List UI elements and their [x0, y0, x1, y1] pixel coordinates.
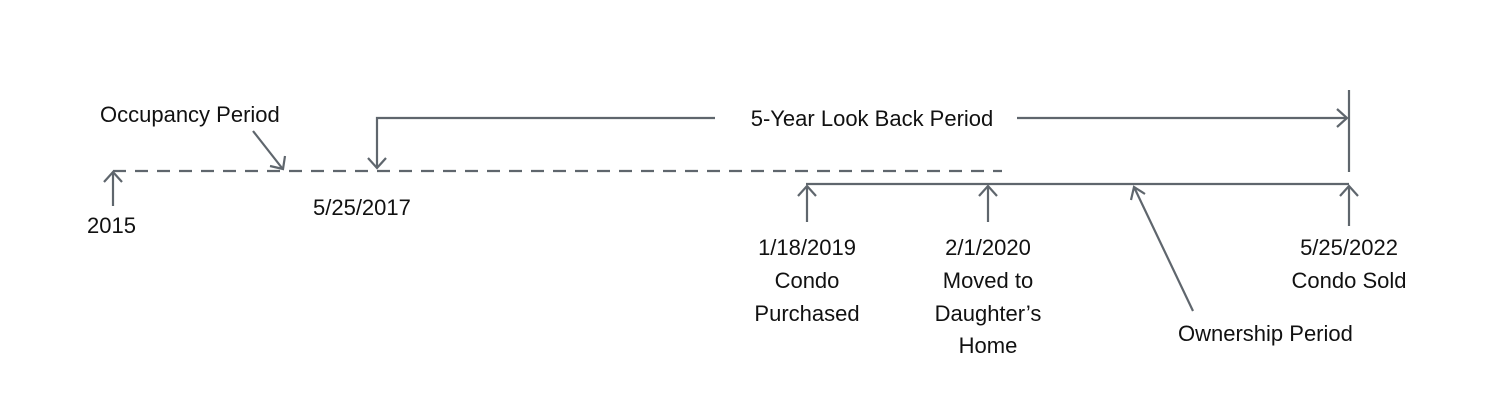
event-description: Moved to — [943, 268, 1034, 293]
occupancy-pointer-arrow-icon — [252, 130, 287, 171]
arrow-up-icon — [103, 170, 123, 206]
event-moved-to-daughters-home: 2/1/2020 Moved to Daughter’s Home — [935, 235, 1042, 358]
event-date: 2/1/2020 — [945, 235, 1031, 260]
lookback-period-label: 5-Year Look Back Period — [751, 106, 994, 131]
event-description: Home — [959, 333, 1018, 358]
occupancy-period-label: Occupancy Period — [100, 102, 280, 127]
event-condo-sold: 5/25/2022 Condo Sold — [1292, 235, 1407, 293]
arrow-up-icon — [1339, 184, 1359, 226]
event-description: Condo — [775, 268, 840, 293]
lookback-end-arrow-icon — [1017, 90, 1351, 172]
ownership-period-label: Ownership Period — [1178, 321, 1353, 346]
arrow-up-icon — [797, 184, 817, 222]
event-description: Purchased — [754, 301, 859, 326]
event-date: 5/25/2022 — [1300, 235, 1398, 260]
lookback-start-date-label: 5/25/2017 — [313, 195, 411, 220]
arrow-up-icon — [978, 184, 998, 222]
event-description: Condo Sold — [1292, 268, 1407, 293]
ownership-pointer-arrow-icon — [1129, 185, 1194, 312]
event-condo-purchased: 1/18/2019 Condo Purchased — [754, 235, 859, 326]
event-date: 1/18/2019 — [758, 235, 856, 260]
start-date-label: 2015 — [87, 213, 136, 238]
event-description: Daughter’s — [935, 301, 1042, 326]
lookback-start-arrow-icon — [367, 116, 715, 170]
